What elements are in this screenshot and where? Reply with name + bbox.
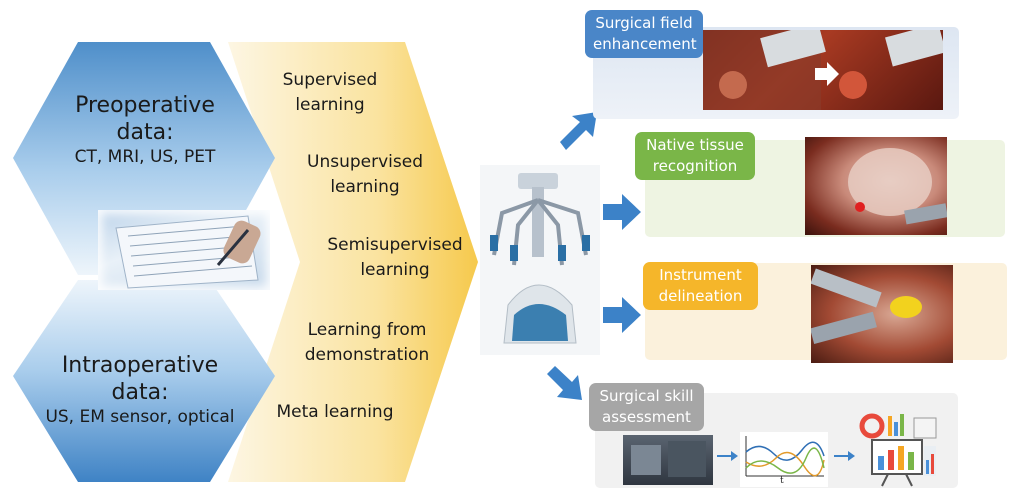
arrow-right-2 <box>603 297 641 333</box>
arrows <box>547 112 641 400</box>
clipboard-icon <box>115 215 261 289</box>
enhancement-comparison-icon <box>703 30 943 110</box>
tag-field-enhancement: Surgical field enhancement <box>585 10 703 58</box>
instrument-photo <box>811 265 953 363</box>
arrow-small-2 <box>834 451 855 461</box>
plot-axis-label: t <box>780 476 784 486</box>
tissue-photo <box>805 137 947 235</box>
method-meta: Meta learning <box>276 402 394 422</box>
intraoperative-hexagon <box>13 280 275 482</box>
console-icon <box>631 441 706 477</box>
white-arrow-icon <box>815 62 839 86</box>
tissue-overlay-icon <box>848 148 947 225</box>
method-semisupervised: Semisupervised learning <box>327 235 463 280</box>
learning-funnel <box>228 42 478 482</box>
tag-tissue-recognition: Native tissue recognition <box>635 132 755 180</box>
method-demonstration: Learning from demonstration <box>304 320 430 365</box>
method-supervised: Supervised learning <box>282 70 378 115</box>
preoperative-label: Preoperative data: CT, MRI, US, PET <box>25 92 265 168</box>
motion-plot: t <box>740 432 828 487</box>
motion-plot-graph <box>745 436 825 477</box>
intraoperative-sources: US, EM sensor, optical <box>45 407 235 427</box>
analytics-dashboard-icon <box>859 413 937 487</box>
arrow-small-1 <box>717 451 738 461</box>
arrow-up-right <box>560 112 597 150</box>
preoperative-title: Preoperative data: <box>75 93 215 145</box>
instrument-overlay-icon <box>811 268 922 345</box>
surgical-robot-image <box>480 165 600 355</box>
surgical-field-photo <box>703 30 943 110</box>
arrow-down-right <box>547 366 582 400</box>
method-unsupervised: Unsupervised learning <box>307 152 423 197</box>
data-sheet-photo <box>98 210 270 290</box>
preoperative-sources: CT, MRI, US, PET <box>74 147 216 167</box>
intraoperative-label: Intraoperative data: US, EM sensor, opti… <box>15 352 265 428</box>
tag-instrument-delineation: Instrument delineation <box>643 262 758 310</box>
surgeon-console-photo <box>623 435 713 485</box>
arrow-right-1 <box>603 194 641 230</box>
tag-skill-assessment: Surgical skill assessment <box>589 383 704 431</box>
intraoperative-title: Intraoperative data: <box>61 353 219 405</box>
